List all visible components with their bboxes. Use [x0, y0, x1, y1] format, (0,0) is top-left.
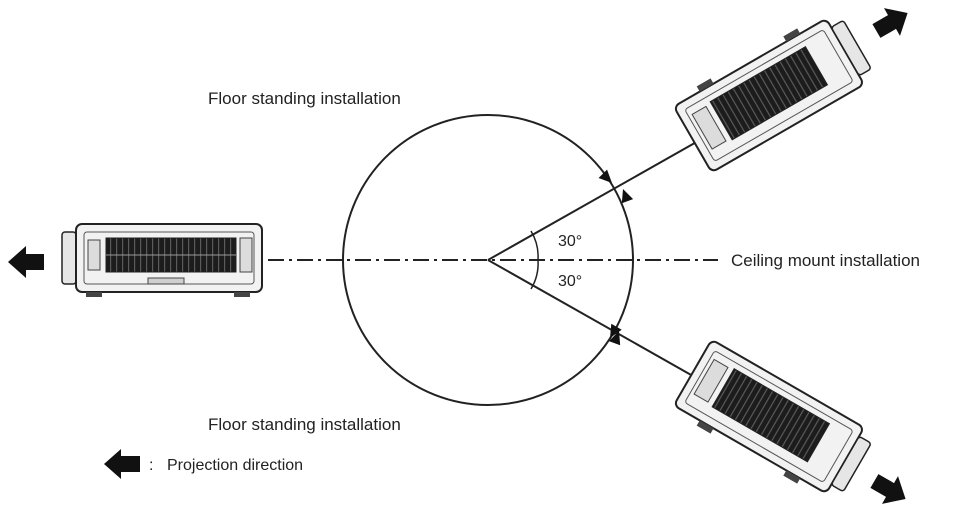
- projector-icon: [674, 340, 871, 493]
- arrow-left-icon: [104, 449, 140, 479]
- upper-angle-arc: [530, 230, 539, 261]
- ceiling-mount-label: Ceiling mount installation: [731, 251, 920, 270]
- arrow-down-right-icon: [870, 474, 906, 504]
- rotation-circle: [342, 114, 634, 406]
- angle-label-upper: 30°: [558, 233, 582, 250]
- upper-angle-line: [487, 139, 701, 261]
- projector-icon: [61, 223, 263, 297]
- arrow-up-right-icon: [872, 8, 908, 38]
- arrow-left-icon: [8, 246, 44, 278]
- lower-angle-arc: [530, 259, 539, 290]
- legend-label: Projection direction: [167, 457, 303, 474]
- arrowhead-upper-a: [598, 169, 617, 188]
- floor-standing-label-top: Floor standing installation: [208, 89, 401, 108]
- lower-angle-line: [487, 259, 701, 381]
- angle-label-lower: 30°: [558, 273, 582, 290]
- floor-standing-label-bottom: Floor standing installation: [208, 415, 401, 434]
- projector-icon: [674, 19, 871, 172]
- legend: : Projection direction: [104, 449, 303, 479]
- legend-colon: :: [149, 457, 153, 474]
